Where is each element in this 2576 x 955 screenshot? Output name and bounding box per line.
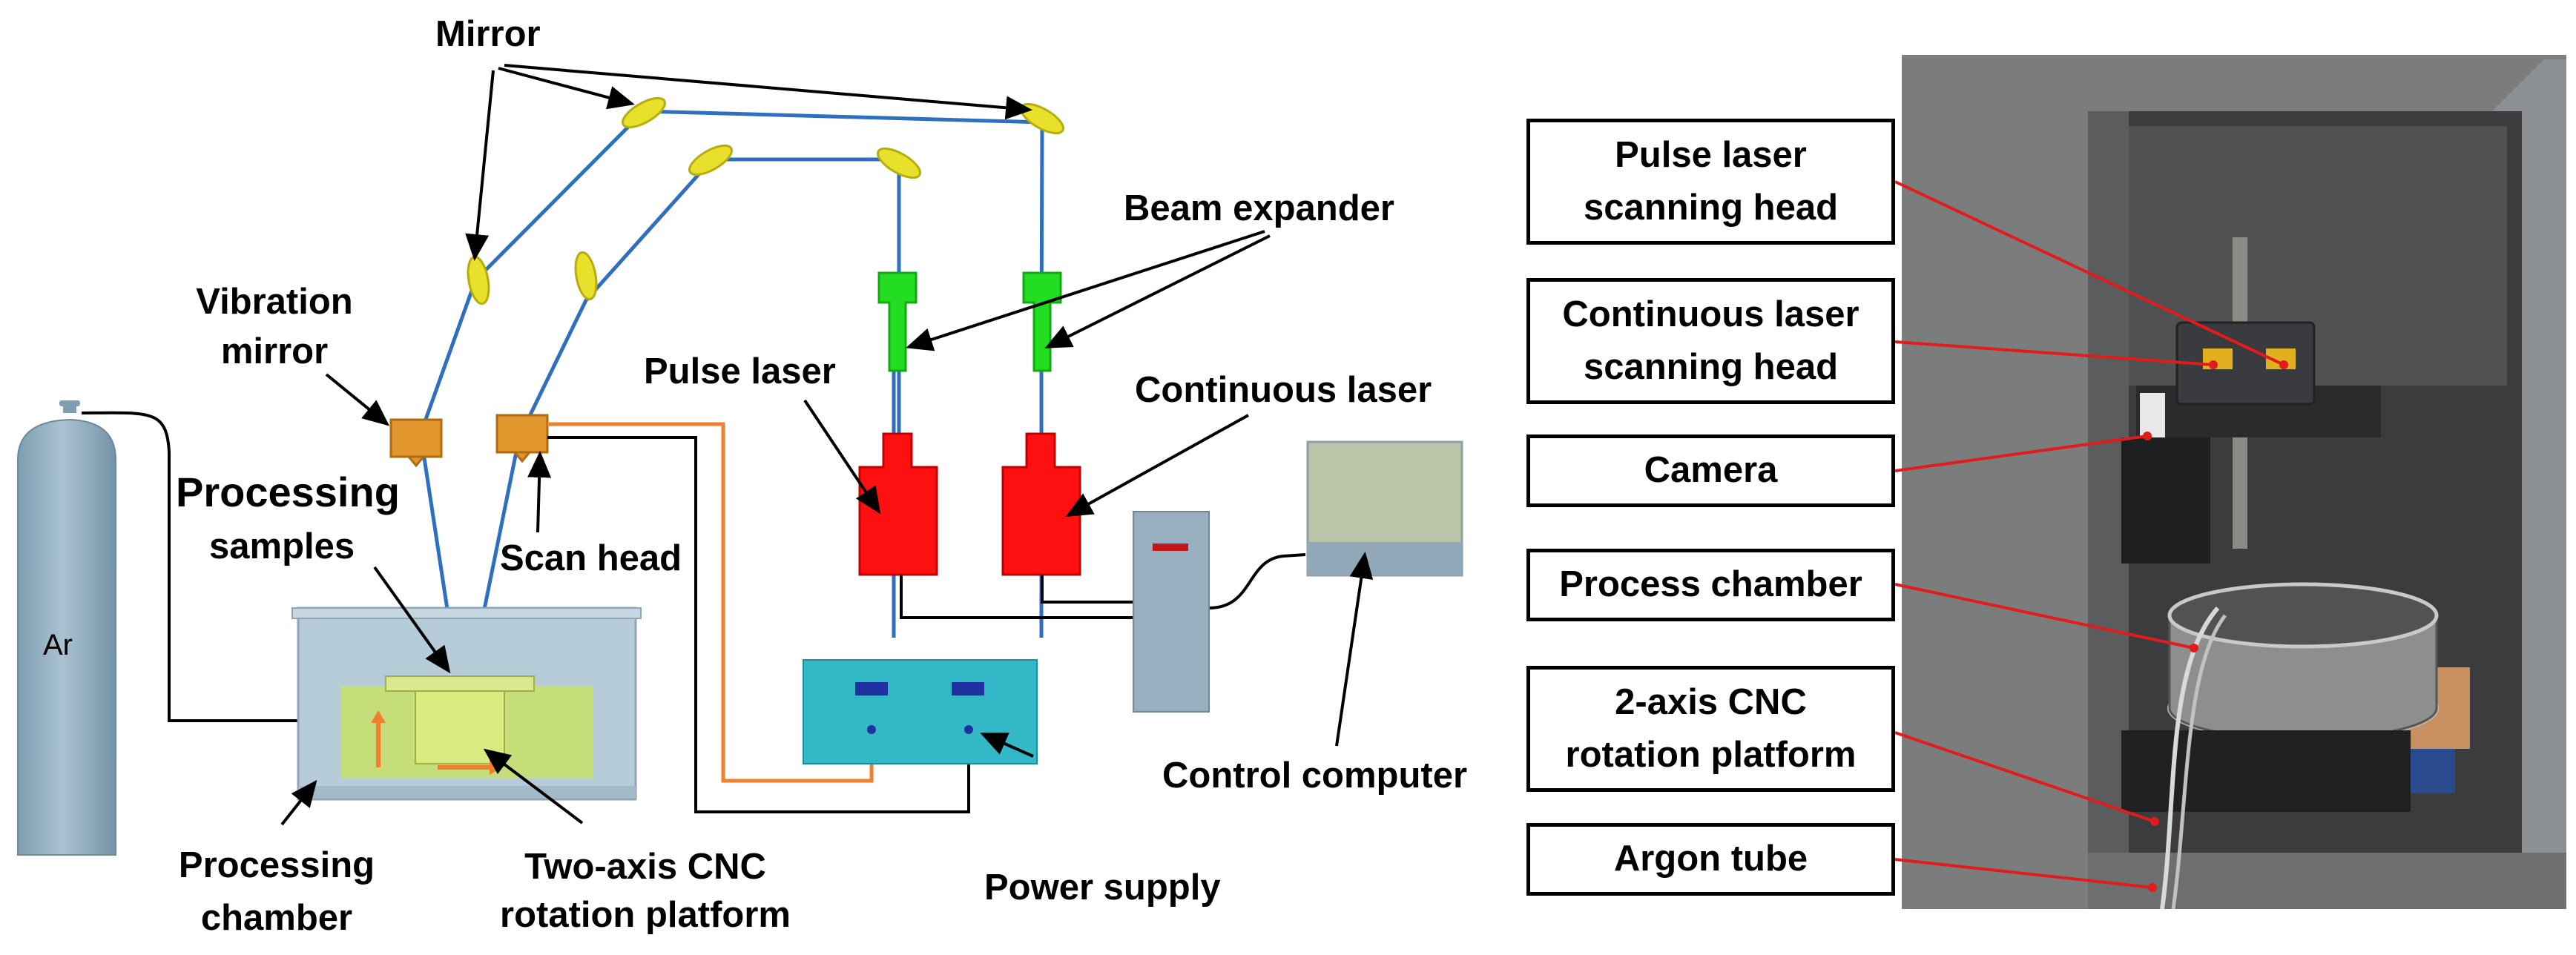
cnc-platform-line-2: rotation platform xyxy=(1565,735,1857,775)
pulse-head-line-2: scanning head xyxy=(1583,188,1839,228)
scan-heads xyxy=(389,414,549,468)
processing-chamber-label: Processing chamber xyxy=(165,844,388,940)
process-chamber-box: Process chamber xyxy=(1526,549,1895,621)
mirror-icon xyxy=(877,147,921,179)
argon-cylinder xyxy=(17,400,116,856)
pointer-arrows xyxy=(280,64,1374,826)
power-supply-label: Power supply xyxy=(984,868,1221,908)
pulse-head-line-1: Pulse laser xyxy=(1615,134,1807,175)
processing-chamber xyxy=(291,607,642,801)
two-axis-platform-line-1: Two-axis CNC xyxy=(524,847,766,887)
scan-head-label: Scan head xyxy=(500,538,682,578)
cnc-rotation-platform-box: 2-axis CNC rotation platform xyxy=(1526,666,1895,792)
mirror-label: Mirror xyxy=(435,14,541,54)
black-cables xyxy=(81,411,1306,813)
control-tower xyxy=(1133,511,1210,713)
processing-chamber-line-1: Processing xyxy=(178,845,375,885)
two-axis-platform-line-2: rotation platform xyxy=(500,894,791,935)
argon-gas-label: Ar xyxy=(43,629,73,661)
pulse-laser-scanning-head-box: Pulse laser scanning head xyxy=(1526,119,1895,245)
mirror-icon xyxy=(574,251,598,301)
beam-expander-label: Beam expander xyxy=(1124,188,1394,228)
process-chamber-label: Process chamber xyxy=(1559,564,1862,605)
camera-label: Camera xyxy=(1644,450,1778,491)
lasers xyxy=(858,432,1081,576)
continuous-head-line-1: Continuous laser xyxy=(1562,294,1859,334)
processing-samples-title: Processing xyxy=(176,469,400,515)
beam-expanders xyxy=(877,271,1062,372)
argon-tube-box: Argon tube xyxy=(1526,823,1895,896)
continuous-laser-icon xyxy=(1001,432,1081,576)
vibration-mirror-line-2: mirror xyxy=(220,331,329,371)
pulse-laser-icon xyxy=(858,432,938,576)
continuous-laser-label: Continuous laser xyxy=(1135,370,1432,410)
orange-cable xyxy=(547,422,874,783)
scan-head-icon xyxy=(389,418,443,458)
processing-samples-subtitle: samples xyxy=(209,526,355,566)
pulse-laser-label: Pulse laser xyxy=(644,351,836,391)
beam-expander-icon xyxy=(1022,271,1062,372)
control-computer-monitor xyxy=(1306,440,1463,577)
beam-expander-icon xyxy=(877,271,918,372)
mirror-icon xyxy=(622,96,666,129)
argon-tube-label: Argon tube xyxy=(1613,839,1808,879)
vibration-mirror-label: Vibration mirror xyxy=(178,280,371,374)
mirrors xyxy=(467,96,1064,305)
mirror-icon xyxy=(688,144,733,176)
processing-chamber-line-2: chamber xyxy=(200,897,353,938)
continuous-laser-scanning-head-box: Continuous laser scanning head xyxy=(1526,278,1895,404)
vibration-mirror-line-1: Vibration xyxy=(196,282,353,322)
cnc-platform-line-1: 2-axis CNC xyxy=(1615,681,1807,722)
control-computer-label: Control computer xyxy=(1162,756,1468,796)
two-axis-platform-label: Two-axis CNC rotation platform xyxy=(475,845,816,937)
camera-box: Camera xyxy=(1526,434,1895,507)
continuous-head-line-2: scanning head xyxy=(1583,347,1839,387)
